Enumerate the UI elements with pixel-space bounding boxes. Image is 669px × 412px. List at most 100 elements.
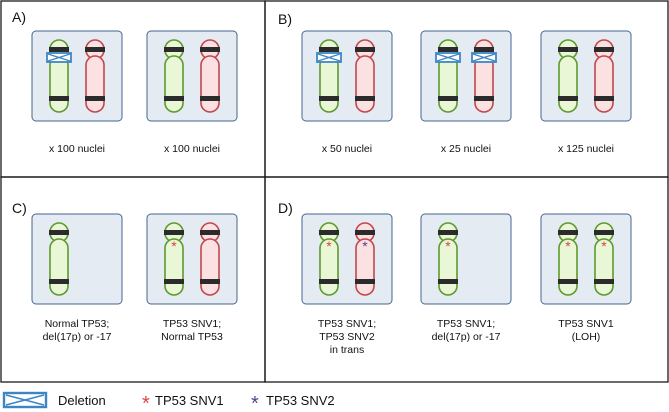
- legend-snv1-label: TP53 SNV1: [155, 393, 224, 408]
- panel-c-cell-2-caption-line-2: Normal TP53: [161, 331, 223, 343]
- panel-d-cell-3-caption-line-1: TP53 SNV1: [558, 318, 614, 330]
- panel-c-cell-2-chromosome-right-band-bottom: [200, 279, 220, 284]
- panel-a-cell-1-chromosome-left-q-arm: [49, 55, 69, 113]
- panel-b-cell-1-chromosome-left-q-arm: [319, 55, 339, 113]
- panel-c-cell-1-caption-line-1: Normal TP53;: [45, 318, 110, 330]
- panel-b-cell-2-chromosome-left-deletion-cross-b: [436, 53, 460, 62]
- legend-snv1-marker: *: [142, 393, 150, 412]
- panel-d-cell-3: **: [540, 213, 632, 305]
- panel-c-cell-1-chromosome-left-band-bottom: [49, 279, 69, 284]
- panel-c-cell-2-chromosome-left-snv1-marker: *: [171, 238, 177, 254]
- panel-d-cell-2-chromosome-left-band-bottom: [438, 279, 458, 284]
- panel-c-cell-2-chromosome-left-band-top: [164, 230, 184, 235]
- panel-d-cell-2-nucleus: [420, 213, 512, 305]
- panel-a-cell-2-chromosome-right-band-bottom: [200, 96, 220, 101]
- panel-d-cell-2: *: [420, 213, 512, 305]
- legend-snv2-label: TP53 SNV2: [266, 393, 335, 408]
- panel-d-letter: D): [278, 200, 293, 216]
- panel-d-cell-1-caption-line-2: TP53 SNV2: [319, 331, 375, 343]
- panel-c-cell-2: *: [146, 213, 238, 305]
- panel-c-cell-2-caption-line-1: TP53 SNV1;: [163, 318, 221, 330]
- panel-b-cell-1-caption-line-1: x 50 nuclei: [322, 143, 372, 155]
- legend-snv2-marker: *: [251, 393, 259, 412]
- panel-b-cell-2-chromosome-left-band-bottom: [438, 96, 458, 101]
- panel-a-cell-2-chromosome-left-band-bottom: [164, 96, 184, 101]
- panel-b-cell-2-nucleus: [420, 30, 512, 122]
- legend-deletion-label: Deletion: [58, 393, 106, 408]
- panel-b-cell-1-chromosome-right-q-arm: [355, 55, 375, 113]
- panel-d-frame: [264, 176, 669, 383]
- panel-d-cell-3-nucleus: [540, 213, 632, 305]
- panel-d-cell-1-chromosome-right-snv2-marker: *: [362, 238, 368, 254]
- panel-d-cell-1: **: [301, 213, 393, 305]
- panel-b-cell-1-chromosome-right-band-top: [355, 47, 375, 52]
- panel-d-cell-1-caption-line-3: in trans: [330, 344, 364, 356]
- panel-b-cell-3-chromosome-left-band-top: [558, 47, 578, 52]
- panel-b-cell-2-chromosome-left-band-top: [438, 47, 458, 52]
- panel-b-cell-1-nucleus: [301, 30, 393, 122]
- panel-a-cell-2-nucleus: [146, 30, 238, 122]
- panel-d-cell-2-caption-line-2: del(17p) or -17: [432, 331, 501, 343]
- panel-d-cell-1-chromosome-left-band-bottom: [319, 279, 339, 284]
- panel-d-cell-1-caption-line-1: TP53 SNV1;: [318, 318, 376, 330]
- panel-b-cell-2-chromosome-left-q-arm: [438, 55, 458, 113]
- panel-c-cell-2-chromosome-right-q-arm: [200, 238, 220, 296]
- panel-d-cell-2-chromosome-left-snv1-marker: *: [445, 238, 451, 254]
- panel-d-cell-3-chromosome-left-band-top: [558, 230, 578, 235]
- panel-a-cell-2-chromosome-left-q-arm: [164, 55, 184, 113]
- panel-c-cell-1-caption-line-2: del(17p) or -17: [43, 331, 112, 343]
- panel-c-cell-2-chromosome-left-band-bottom: [164, 279, 184, 284]
- panel-c-cell-1: [31, 213, 123, 305]
- panel-b-cell-1-chromosome-left-deletion-cross-b: [317, 53, 341, 62]
- panel-b-cell-2: [420, 30, 512, 122]
- panel-d-cell-1-chromosome-right-band-bottom: [355, 279, 375, 284]
- panel-c-cell-1-chromosome-left-band-top: [49, 230, 69, 235]
- panel-b-cell-1-chromosome-left-band-top: [319, 47, 339, 52]
- panel-b-cell-1-chromosome-left-band-bottom: [319, 96, 339, 101]
- panel-a-letter: A): [12, 9, 26, 25]
- panel-b-letter: B): [278, 11, 292, 27]
- panel-a-cell-1-chromosome-right-band-top: [85, 47, 105, 52]
- panel-d-cell-1-chromosome-left-band-top: [319, 230, 339, 235]
- panel-b-cell-1: [301, 30, 393, 122]
- panel-b-cell-3-chromosome-right-q-arm: [594, 55, 614, 113]
- panel-d-cell-3-chromosome-left-band-bottom: [558, 279, 578, 284]
- panel-a-cell-1: [31, 30, 123, 122]
- panel-b-cell-3: [540, 30, 632, 122]
- panel-a-cell-2-caption-line-1: x 100 nuclei: [164, 143, 220, 155]
- panel-a-cell-2: [146, 30, 238, 122]
- legend: Deletion * TP53 SNV1 * TP53 SNV2: [2, 391, 335, 412]
- panel-a-cell-2-chromosome-right-q-arm: [200, 55, 220, 113]
- panel-b-cell-3-caption-line-1: x 125 nuclei: [558, 143, 614, 155]
- panel-a-cell-1-chromosome-right-q-arm: [85, 55, 105, 113]
- panel-d-cell-1-chromosome-left-snv1-marker: *: [326, 238, 332, 254]
- panel-b-cell-2-chromosome-right-band-bottom: [474, 96, 494, 101]
- panel-c-letter: C): [12, 200, 27, 216]
- panel-b-cell-3-chromosome-right-band-bottom: [594, 96, 614, 101]
- panel-a-cell-1-chromosome-left-band-bottom: [49, 96, 69, 101]
- panel-b-cell-3-chromosome-left-q-arm: [558, 55, 578, 113]
- panel-b-cell-2-chromosome-right-deletion-cross-b: [472, 53, 496, 62]
- panel-d-cell-3-chromosome-right-snv1-marker: *: [601, 238, 607, 254]
- panel-b-cell-3-nucleus: [540, 30, 632, 122]
- panel-d-cell-1-chromosome-right-band-top: [355, 230, 375, 235]
- panel-b-cell-3-chromosome-right-band-top: [594, 47, 614, 52]
- panel-b-cell-1-chromosome-right-band-bottom: [355, 96, 375, 101]
- panel-d-cell-2-caption-line-1: TP53 SNV1;: [437, 318, 495, 330]
- panel-d-cell-2-chromosome-left-band-top: [438, 230, 458, 235]
- panel-a-cell-1-chromosome-left-deletion-cross-b: [47, 53, 71, 62]
- panel-c-cell-2-nucleus: [146, 213, 238, 305]
- panel-d-cell-3-chromosome-left-snv1-marker: *: [565, 238, 571, 254]
- panel-a-cell-2-chromosome-left-band-top: [164, 47, 184, 52]
- panel-a-cell-1-chromosome-left-band-top: [49, 47, 69, 52]
- cell-layer: ******: [31, 30, 632, 305]
- panel-b-cell-3-chromosome-left-band-bottom: [558, 96, 578, 101]
- panel-c-cell-1-chromosome-left-q-arm: [49, 238, 69, 296]
- panel-b-cell-2-chromosome-right-band-top: [474, 47, 494, 52]
- legend-deletion-cross-b: [5, 394, 45, 406]
- panel-a-cell-2-chromosome-right-band-top: [200, 47, 220, 52]
- panel-b-cell-2-chromosome-right-q-arm: [474, 55, 494, 113]
- panel-d-cell-3-chromosome-right-band-bottom: [594, 279, 614, 284]
